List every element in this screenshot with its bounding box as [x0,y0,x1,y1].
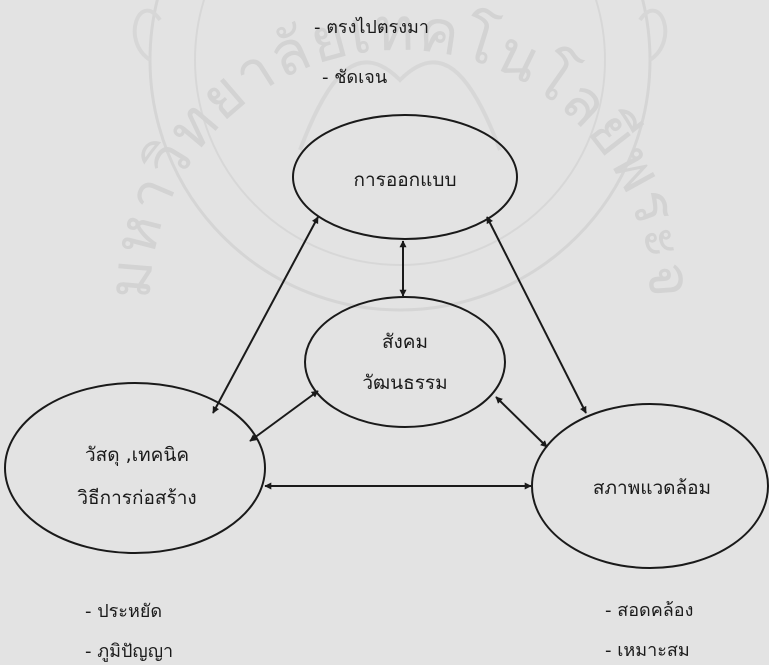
materials-note-1: - ประหยัด [85,601,163,622]
materials-note-2: - ภูมิปัญญา [85,641,174,662]
materials-node [4,382,266,554]
environment-node [531,403,769,569]
arrow-society-materials [249,390,319,442]
environment-note-2: - เหมาะสม [605,640,690,661]
materials-label-line2: วิธีการก่อสร้าง [77,487,197,509]
society-node [304,296,506,428]
watermark-seal: มหาวิทยาลัยเทคโนโลยีพระจอมเกล้าเจ้าคุณทห… [0,0,706,312]
environment-label: สภาพแวดล้อม [593,477,711,499]
environment-note-1: - สอดคล้อง [605,600,694,621]
design-node [292,114,518,240]
arrow-design-environment [486,216,587,414]
materials-label-line1: วัสดุ ,เทคนิค [85,444,189,467]
arrow-society-environment [495,396,548,448]
design-label: การออกแบบ [353,169,456,191]
arrow-design-materials [212,216,319,414]
society-label-line2: วัฒนธรรม [362,372,447,394]
design-note-1: - ตรงไปตรงมา [314,17,429,38]
design-note-2: - ชัดเจน [322,67,388,88]
svg-text:มหาวิทยาลัยเทคโนโลยีพระจอมเกล้: มหาวิทยาลัยเทคโนโลยีพระจอมเกล้าเจ้าคุณทห… [0,0,706,302]
society-label-line1: สังคม [382,331,428,353]
